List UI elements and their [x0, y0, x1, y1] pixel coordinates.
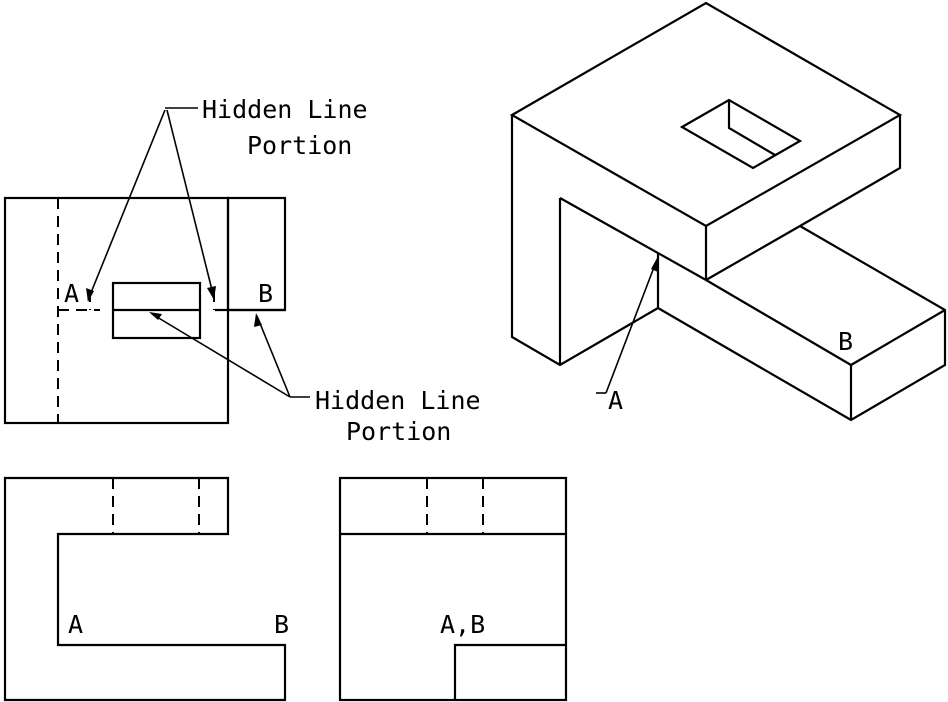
callout-mid-line1: Hidden Line — [315, 386, 481, 415]
hidden-line-callout-top: Hidden Line Portion — [86, 95, 368, 302]
iso-top-face — [509, 1, 903, 228]
front-view-label-a: A — [68, 610, 83, 639]
arrowhead-icon — [149, 312, 162, 320]
side-view-outline — [338, 476, 568, 702]
front-view-label-b: B — [274, 610, 289, 639]
top-view-tab — [226, 196, 287, 312]
iso-label-a: A — [608, 386, 623, 415]
side-view-arm-outline — [453, 643, 566, 700]
top-view-label-b: B — [258, 279, 273, 308]
callout-mid-leader-left — [151, 313, 291, 398]
iso-hole-inner-edge — [727, 100, 776, 156]
callout-mid-line2: Portion — [346, 417, 451, 446]
iso-square-hole — [679, 98, 803, 170]
arrowhead-icon — [86, 288, 94, 302]
iso-arm-end-top — [850, 309, 946, 366]
iso-left-wall-outline — [510, 115, 659, 367]
isometric-view: A B — [509, 1, 947, 422]
top-view-label-a: A — [64, 279, 79, 308]
iso-label-b: B — [838, 327, 853, 356]
iso-leader-a — [605, 261, 657, 394]
arrowhead-icon — [651, 258, 658, 272]
front-view-outline — [3, 476, 287, 702]
iso-arm-top-front — [705, 279, 852, 366]
side-view-label-ab: A,B — [440, 610, 485, 639]
iso-top-right-edge — [799, 115, 902, 227]
iso-arm-outline — [657, 225, 947, 422]
callout-top-line2: Portion — [247, 131, 352, 160]
arrowhead-icon — [207, 286, 216, 300]
callout-mid-leader-right — [256, 315, 291, 398]
callout-top-line1: Hidden Line — [202, 95, 368, 124]
side-view: A,B — [338, 476, 568, 702]
top-view: A B — [3, 196, 287, 425]
hidden-line-callout-middle: Hidden Line Portion — [149, 312, 481, 446]
arrowhead-icon — [254, 313, 262, 327]
iso-left-wall-front-top — [559, 197, 707, 281]
callout-top-leader-right — [166, 109, 215, 299]
callout-top-leader-left — [87, 109, 166, 301]
iso-top-under-edge — [705, 225, 801, 281]
front-view: A B — [3, 476, 289, 702]
